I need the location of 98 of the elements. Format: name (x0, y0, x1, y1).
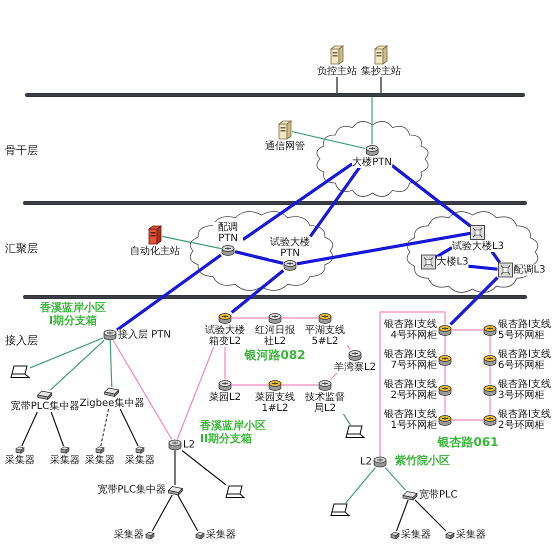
device-label: 采集器 (85, 455, 115, 466)
device-label: 银杏路I支线2号环网柜 (498, 409, 552, 431)
network-link (336, 77, 338, 93)
ring-label: 银河路082 (244, 349, 306, 363)
device-label: 采集器 (125, 455, 155, 466)
network-link (379, 311, 446, 456)
network-link (224, 346, 226, 380)
network-link (449, 276, 499, 326)
device-label: 负控主站 (317, 66, 357, 77)
device-label: 通信网管 (265, 141, 305, 152)
bus-line (25, 93, 525, 97)
device-label: 宽带PLC (419, 490, 458, 500)
site-label: 紫竹院小区 (395, 455, 450, 468)
device-label: 菜园L2 (209, 392, 241, 402)
device-label: 配调 PTN (213, 222, 243, 244)
network-link (444, 366, 446, 384)
device-label: 采集器 (114, 530, 144, 540)
network-link (489, 336, 491, 354)
layer-label: 骨干层 (5, 145, 38, 158)
device-label: 宽带PLC集中器 (10, 401, 80, 412)
network-link (330, 372, 338, 380)
network-link (234, 250, 284, 265)
device-label: 接入层 PTN (118, 330, 171, 340)
ring-label: 银杏路061 (437, 436, 499, 450)
network-link (444, 336, 446, 354)
site-label: 香溪蓝岸小区II期分支箱 (200, 420, 267, 446)
device-label: 大楼PTN (352, 156, 392, 168)
network-link (490, 250, 501, 264)
network-link (110, 340, 112, 388)
network-link (232, 317, 268, 319)
network-link (414, 500, 446, 532)
device-label: 试验大楼箱变L2 (203, 324, 247, 346)
network-link (390, 164, 472, 228)
device-label: 采集器 (5, 455, 35, 466)
network-link (30, 337, 104, 368)
device-label: 配调L3 (514, 264, 546, 276)
device-label: 平湖支线5#L2 (303, 324, 347, 346)
device-label: 银杏路I支线4号环网柜 (383, 319, 437, 341)
network-link (174, 450, 176, 485)
device-label: 试验大楼 PTN (269, 236, 311, 258)
network-link (444, 396, 446, 414)
device-label: 羊湾寨L2 (334, 362, 376, 372)
network-link (345, 467, 376, 504)
network-link (50, 412, 64, 446)
device-label: 采集器 (50, 455, 80, 466)
device-label: 采集器 (206, 530, 236, 540)
network-link (296, 232, 471, 266)
device-label: 银杏路I支线2号环网柜 (383, 379, 437, 401)
network-link (50, 340, 104, 390)
network-link (346, 344, 351, 350)
device-label: 银杏路I支线7号环网柜 (383, 349, 437, 371)
network-link (182, 450, 226, 486)
network-link (309, 166, 361, 238)
device-label: 试验大楼L3 (452, 240, 504, 252)
device-label: L2 (360, 456, 372, 468)
device-label: 银杏路I支线6号环网柜 (498, 349, 552, 371)
network-link (396, 500, 409, 532)
network-link (112, 340, 172, 440)
network-link (342, 413, 351, 426)
device-label: 银杏路I支线3号环网柜 (498, 379, 552, 401)
network-link (380, 77, 382, 93)
network-link (434, 246, 453, 259)
device-label: 大楼L3 (436, 256, 468, 268)
network-link (116, 254, 222, 332)
device-label: 银杏路I支线5号环网柜 (498, 319, 552, 341)
network-link (282, 317, 318, 319)
network-link (489, 366, 491, 384)
network-link (489, 396, 491, 414)
network-link (282, 384, 318, 386)
device-label: 集抄主站 (361, 66, 401, 77)
device-label: 银杏路I支线1号环网柜 (383, 409, 437, 431)
network-link (232, 384, 268, 386)
network-link (230, 269, 284, 314)
device-label: Zigbee集中器 (80, 398, 144, 409)
device-label: 自动化主站 (130, 246, 180, 257)
site-label: 香溪蓝岸小区I期分支箱 (39, 302, 107, 328)
network-link (21, 412, 38, 446)
device-label: L2 (183, 440, 195, 450)
network-link (100, 408, 109, 446)
device-label: 菜园支线1#L2 (253, 392, 297, 414)
network-link (452, 419, 483, 421)
network-link (152, 494, 173, 532)
network-link (120, 408, 139, 446)
layer-label: 接入层 (5, 335, 38, 348)
network-link (371, 97, 373, 144)
device-label: 红河日报社L2 (253, 324, 297, 346)
network-link (242, 162, 354, 241)
network-link (176, 346, 214, 440)
layer-label: 汇聚层 (5, 243, 38, 256)
network-link (452, 329, 483, 331)
device-label: 采集器 (401, 530, 431, 540)
device-label: 采集器 (456, 530, 486, 540)
network-link (384, 467, 406, 490)
network-link (292, 131, 366, 149)
network-link (177, 494, 198, 532)
device-label: 技术监督局L2 (303, 392, 347, 414)
network-link (468, 264, 498, 271)
device-label: 宽带PLC集中器 (97, 484, 166, 496)
